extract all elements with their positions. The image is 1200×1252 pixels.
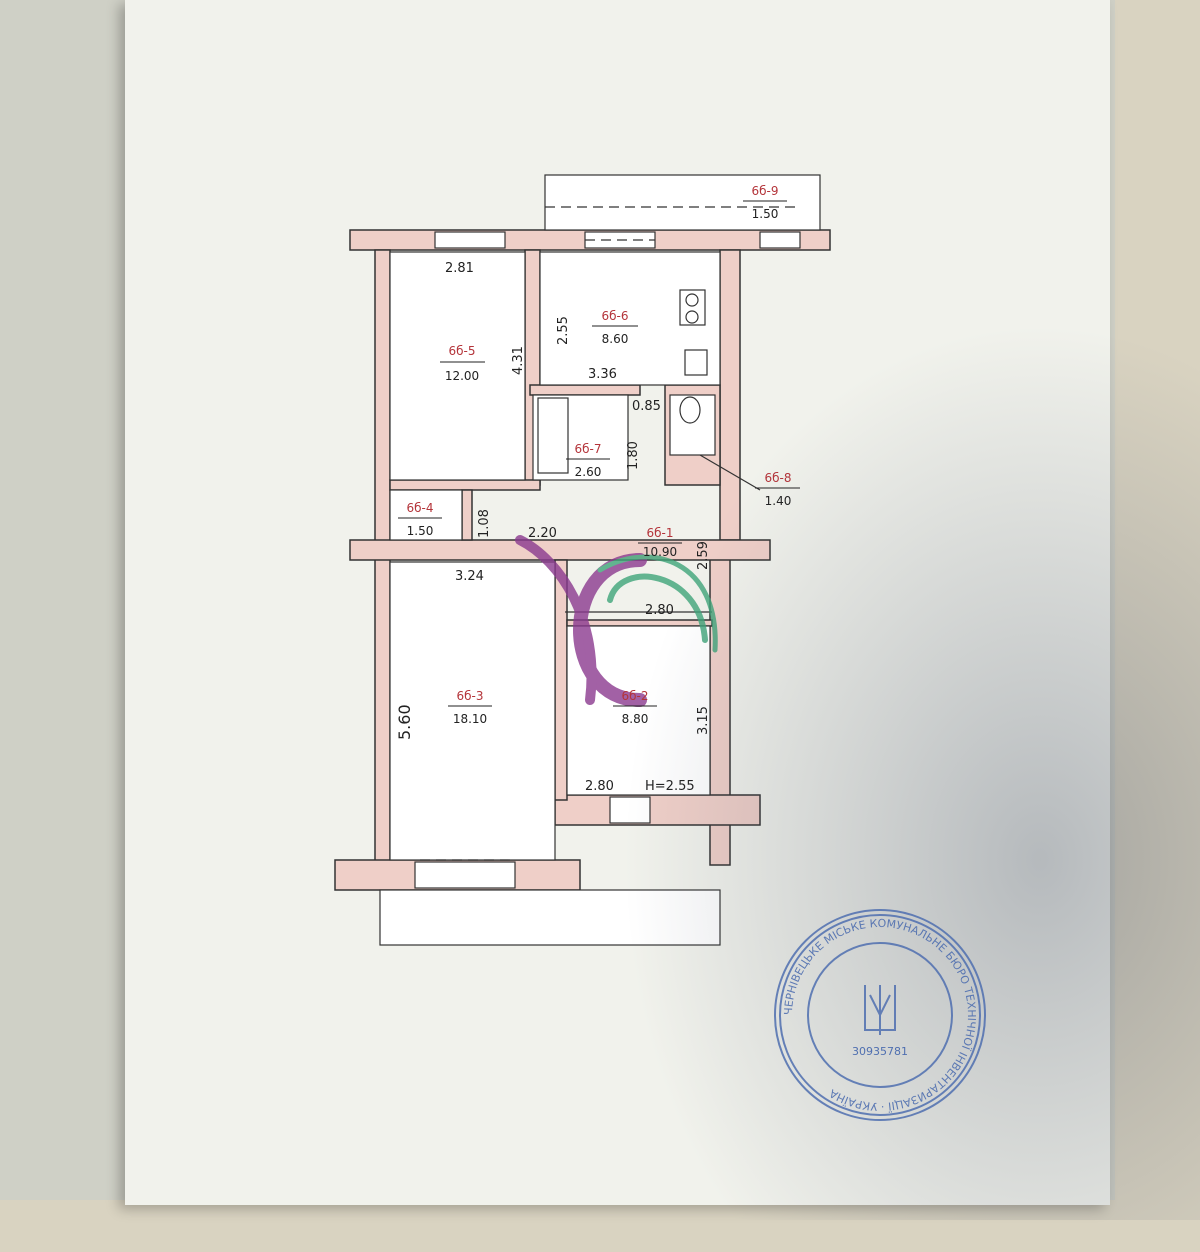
dim-1-80: 1.80 [626, 441, 641, 470]
ceiling-height: H=2.55 [645, 779, 695, 794]
dim-2-59: 2.59 [696, 541, 711, 570]
wall-room3-right [554, 559, 568, 801]
toilet [679, 396, 701, 424]
room-id-r2: 6б-2 [622, 689, 649, 703]
wall-right-upper [719, 249, 741, 541]
room-6-floor [539, 251, 721, 386]
watermark-logo [515, 535, 718, 707]
room-area-r5: 12.00 [445, 369, 479, 383]
window-room5 [434, 231, 506, 249]
room-area-r2: 8.80 [622, 712, 649, 726]
room-id-r5: 6б-5 [449, 344, 476, 358]
dim-2-55: 2.55 [556, 316, 571, 345]
wall-left-lower [374, 554, 391, 866]
room-id-r4: 6б-4 [407, 501, 434, 515]
dim-2-20: 2.20 [528, 526, 557, 541]
window-room3 [414, 861, 516, 889]
room-4-floor [389, 489, 463, 541]
room-area-r9: 1.50 [752, 207, 779, 221]
stove [679, 289, 706, 326]
dim-3-24: 3.24 [455, 569, 484, 584]
room-5-floor [389, 251, 526, 481]
wall-closet [461, 489, 473, 541]
room-area-r1: 10.90 [643, 545, 677, 559]
wall-bath-block [529, 384, 641, 396]
room-area-r4: 1.50 [407, 524, 434, 538]
window-balcony [759, 231, 801, 249]
room-3-floor [389, 561, 556, 861]
room-id-r9: 6б-9 [752, 184, 779, 198]
room-8-floor [669, 394, 716, 456]
dim-3-36: 3.36 [588, 367, 617, 382]
bathtub [537, 397, 569, 474]
room-area-r6: 8.60 [602, 332, 629, 346]
stamp-code: 30935781 [852, 1045, 908, 1058]
room-7-floor [532, 394, 629, 481]
loggia-bottom [379, 889, 721, 946]
room-area-r7: 2.60 [575, 465, 602, 479]
dim-0-85: 0.85 [632, 399, 661, 414]
dim-3-15: 3.15 [696, 706, 711, 735]
room-area-r8: 1.40 [765, 494, 792, 508]
dim-2-81: 2.81 [445, 261, 474, 276]
dim-2-80a: 2.80 [645, 603, 674, 618]
balcony-9 [544, 174, 821, 231]
official-stamp: ЧЕРНІВЕЦЬКЕ МІСЬКЕ КОМУНАЛЬНЕ БЮРО ТЕХНІ… [774, 909, 986, 1121]
room-id-r8: 6б-8 [765, 471, 792, 485]
wall-left-upper [374, 249, 391, 551]
room-2-floor [566, 625, 711, 796]
room-id-r7: 6б-7 [575, 442, 602, 456]
dim-2-80b: 2.80 [585, 779, 614, 794]
window-room2 [609, 796, 651, 824]
room-id-r3: 6б-3 [457, 689, 484, 703]
sink [684, 349, 708, 376]
room-id-r6: 6б-6 [602, 309, 629, 323]
dim-4-31: 4.31 [511, 346, 526, 375]
room-id-r1: 6б-1 [647, 526, 674, 540]
dim-1-08: 1.08 [477, 509, 492, 538]
room-area-r3: 18.10 [453, 712, 487, 726]
trident-icon [864, 985, 896, 1035]
wall-bedroom-bottom [389, 479, 541, 491]
wall-bottom-right [554, 794, 761, 826]
dim-5-60: 5.60 [395, 704, 414, 740]
